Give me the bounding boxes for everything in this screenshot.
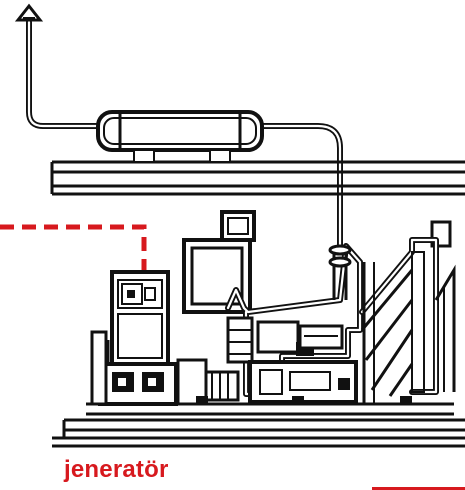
radiator: [359, 220, 456, 404]
ceiling-rails: [50, 149, 465, 196]
base-frame: [52, 330, 465, 448]
terminal-box: [98, 362, 178, 406]
alternator: [176, 358, 240, 406]
leader-line: [0, 224, 147, 272]
generator-label: jeneratör: [64, 456, 169, 483]
exhaust-pipe: [14, 3, 343, 249]
muffler: [96, 110, 264, 152]
engine: [182, 210, 363, 404]
control-panel: [106, 270, 170, 376]
